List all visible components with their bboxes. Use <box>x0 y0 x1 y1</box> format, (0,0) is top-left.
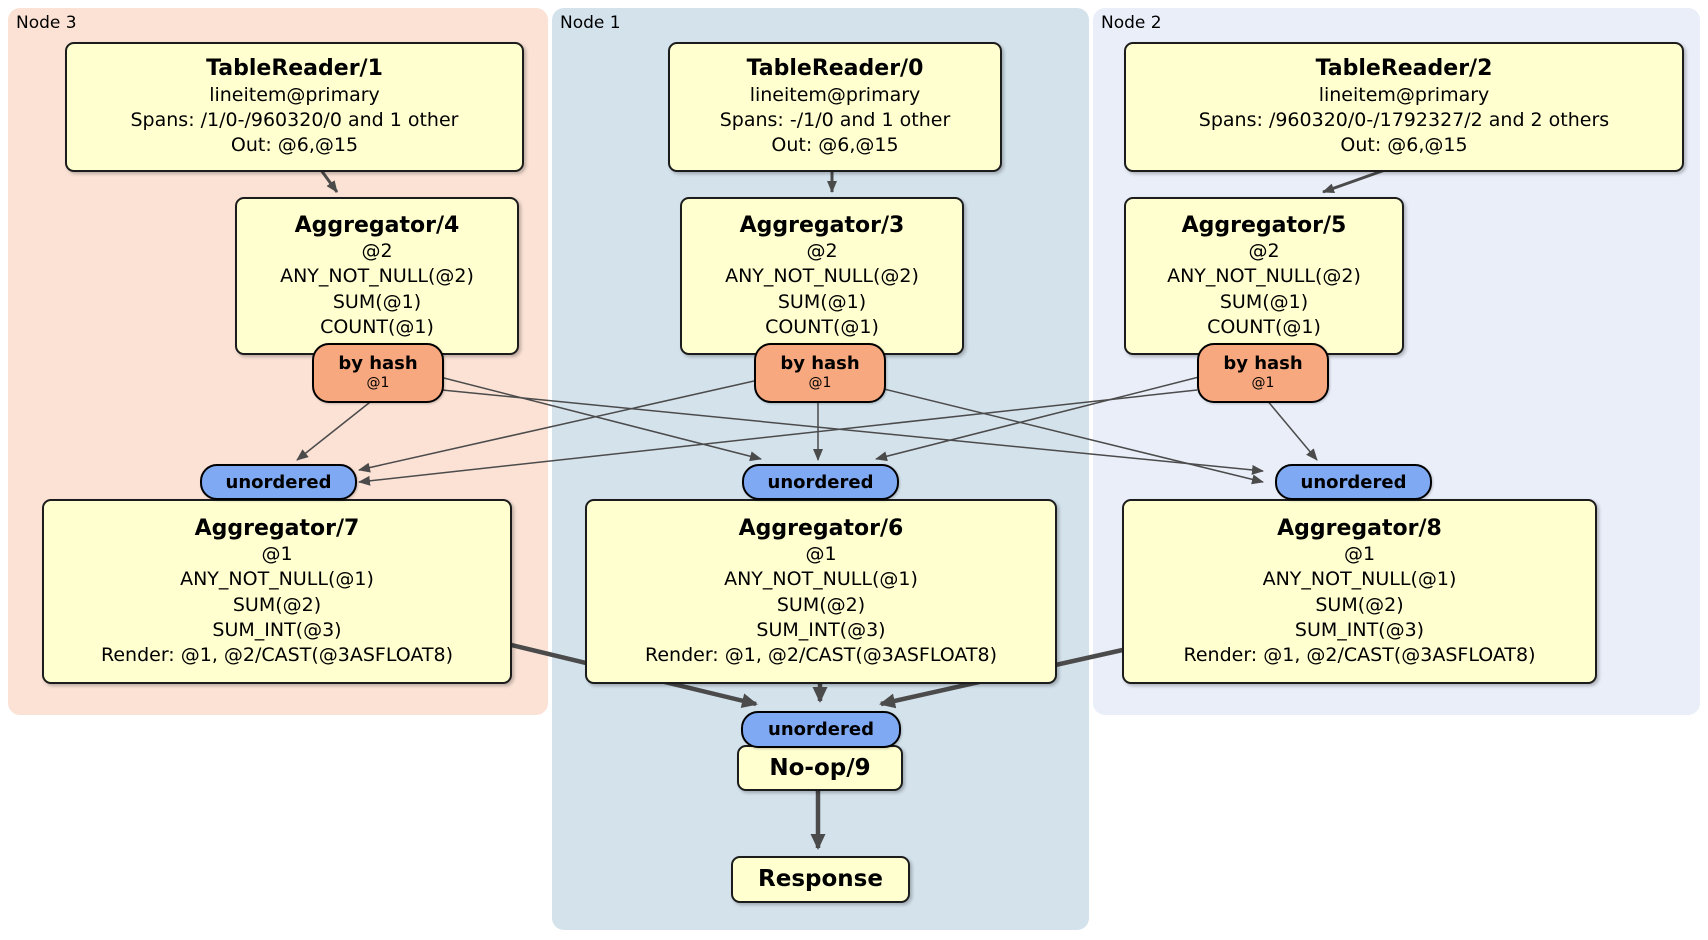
stream-unordered-final: unordered <box>741 711 901 748</box>
router-hash-column: @1 <box>808 374 832 391</box>
processor-detail-line: @2 <box>1248 240 1280 263</box>
plan-edge <box>296 398 375 461</box>
processor-detail-line: SUM_INT(@3) <box>756 618 886 641</box>
processor-detail-line: COUNT(@1) <box>1207 316 1321 339</box>
router-by-hash-1: by hash@1 <box>754 343 886 403</box>
processor-title: Aggregator/4 <box>294 212 460 238</box>
processor-detail-line: @2 <box>806 240 838 263</box>
plan-edge <box>441 389 1264 475</box>
plan-edge <box>1322 168 1386 194</box>
processor-detail-line: Spans: /960320/0-/1792327/2 and 2 others <box>1198 109 1610 132</box>
processor-detail-line: Render: @1, @2/CAST(@3ASFLOAT8) <box>1183 644 1536 667</box>
plan-edge <box>883 388 1264 485</box>
processor-detail-line: @1 <box>261 543 293 566</box>
processor-detail-line: SUM(@2) <box>1315 593 1404 616</box>
processor-response: Response <box>731 856 910 903</box>
processor-title: Aggregator/7 <box>194 515 360 541</box>
processor-detail-line: lineitem@primary <box>1318 83 1490 106</box>
processor-detail-line: COUNT(@1) <box>765 316 879 339</box>
processor-detail-line: ANY_NOT_NULL(@2) <box>725 265 919 288</box>
processor-title: Aggregator/8 <box>1277 515 1442 541</box>
router-by-hash-3: by hash@1 <box>312 343 444 403</box>
plan-edge <box>319 169 339 193</box>
processor-detail-line: @1 <box>805 543 837 566</box>
stream-label: unordered <box>225 471 332 493</box>
processor-detail-line: Spans: /1/0-/960320/0 and 1 other <box>130 109 459 132</box>
processor-title: TableReader/1 <box>206 56 383 82</box>
processor-title: Aggregator/5 <box>1181 212 1347 238</box>
plan-edge <box>439 376 762 462</box>
processor-detail-line: SUM(@2) <box>776 593 866 616</box>
router-hash-column: @1 <box>1251 374 1275 391</box>
processor-no-op-9: No-op/9 <box>737 745 903 791</box>
node-region-label: Node 1 <box>560 13 621 33</box>
processor-detail-line: ANY_NOT_NULL(@2) <box>1167 265 1361 288</box>
processor-detail-line: SUM(@1) <box>332 290 422 313</box>
plan-edge <box>358 389 1198 486</box>
processor-detail-line: SUM_INT(@3) <box>212 618 342 641</box>
processor-detail-line: COUNT(@1) <box>320 316 434 339</box>
router-label: by hash <box>780 353 860 375</box>
processor-detail-line: ANY_NOT_NULL(@1) <box>724 568 918 591</box>
processor-title: TableReader/0 <box>746 56 924 82</box>
processor-detail-line: ANY_NOT_NULL(@1) <box>1262 568 1457 591</box>
processor-title: Aggregator/3 <box>739 212 905 238</box>
stream-unordered-3: unordered <box>200 464 357 500</box>
plan-edge <box>875 376 1200 462</box>
processor-detail-line: lineitem@primary <box>749 83 921 106</box>
router-hash-column: @1 <box>366 374 390 391</box>
node-region-label: Node 3 <box>16 13 77 33</box>
processor-detail-line: SUM(@1) <box>777 290 867 313</box>
processor-detail-line: Spans: -/1/0 and 1 other <box>719 109 951 132</box>
node-region-label: Node 2 <box>1101 13 1162 33</box>
plan-edge <box>1265 398 1318 461</box>
processor-detail-line: ANY_NOT_NULL(@2) <box>280 265 474 288</box>
stream-unordered-2: unordered <box>1275 464 1432 500</box>
processor-detail-line: SUM(@1) <box>1219 290 1309 313</box>
processor-detail-line: Render: @1, @2/CAST(@3ASFLOAT8) <box>645 644 997 667</box>
processor-detail-line: @2 <box>361 240 393 263</box>
processor-title: Aggregator/6 <box>738 515 904 541</box>
processor-detail-line: Out: @6,@15 <box>771 134 899 157</box>
router-by-hash-2: by hash@1 <box>1197 343 1329 403</box>
processor-title: Response <box>758 866 883 893</box>
stream-label: unordered <box>767 471 874 493</box>
processor-title: TableReader/2 <box>1315 56 1493 82</box>
router-label: by hash <box>1223 353 1303 375</box>
processor-detail-line: SUM_INT(@3) <box>1294 618 1425 641</box>
stream-label: unordered <box>1300 471 1407 493</box>
plan-edge <box>358 380 755 473</box>
stream-label: unordered <box>768 719 874 740</box>
processor-detail-line: Out: @6,@15 <box>1340 134 1468 157</box>
processor-detail-line: Render: @1, @2/CAST(@3ASFLOAT8) <box>101 644 453 667</box>
processor-detail-line: SUM(@2) <box>232 593 322 616</box>
processor-detail-line: @1 <box>1343 543 1376 566</box>
processor-detail-line: Out: @6,@15 <box>230 134 359 157</box>
stream-unordered-1: unordered <box>742 464 899 500</box>
processor-detail-line: ANY_NOT_NULL(@1) <box>180 568 374 591</box>
router-label: by hash <box>338 353 418 375</box>
processor-detail-line: lineitem@primary <box>209 83 380 106</box>
processor-title: No-op/9 <box>769 754 871 781</box>
